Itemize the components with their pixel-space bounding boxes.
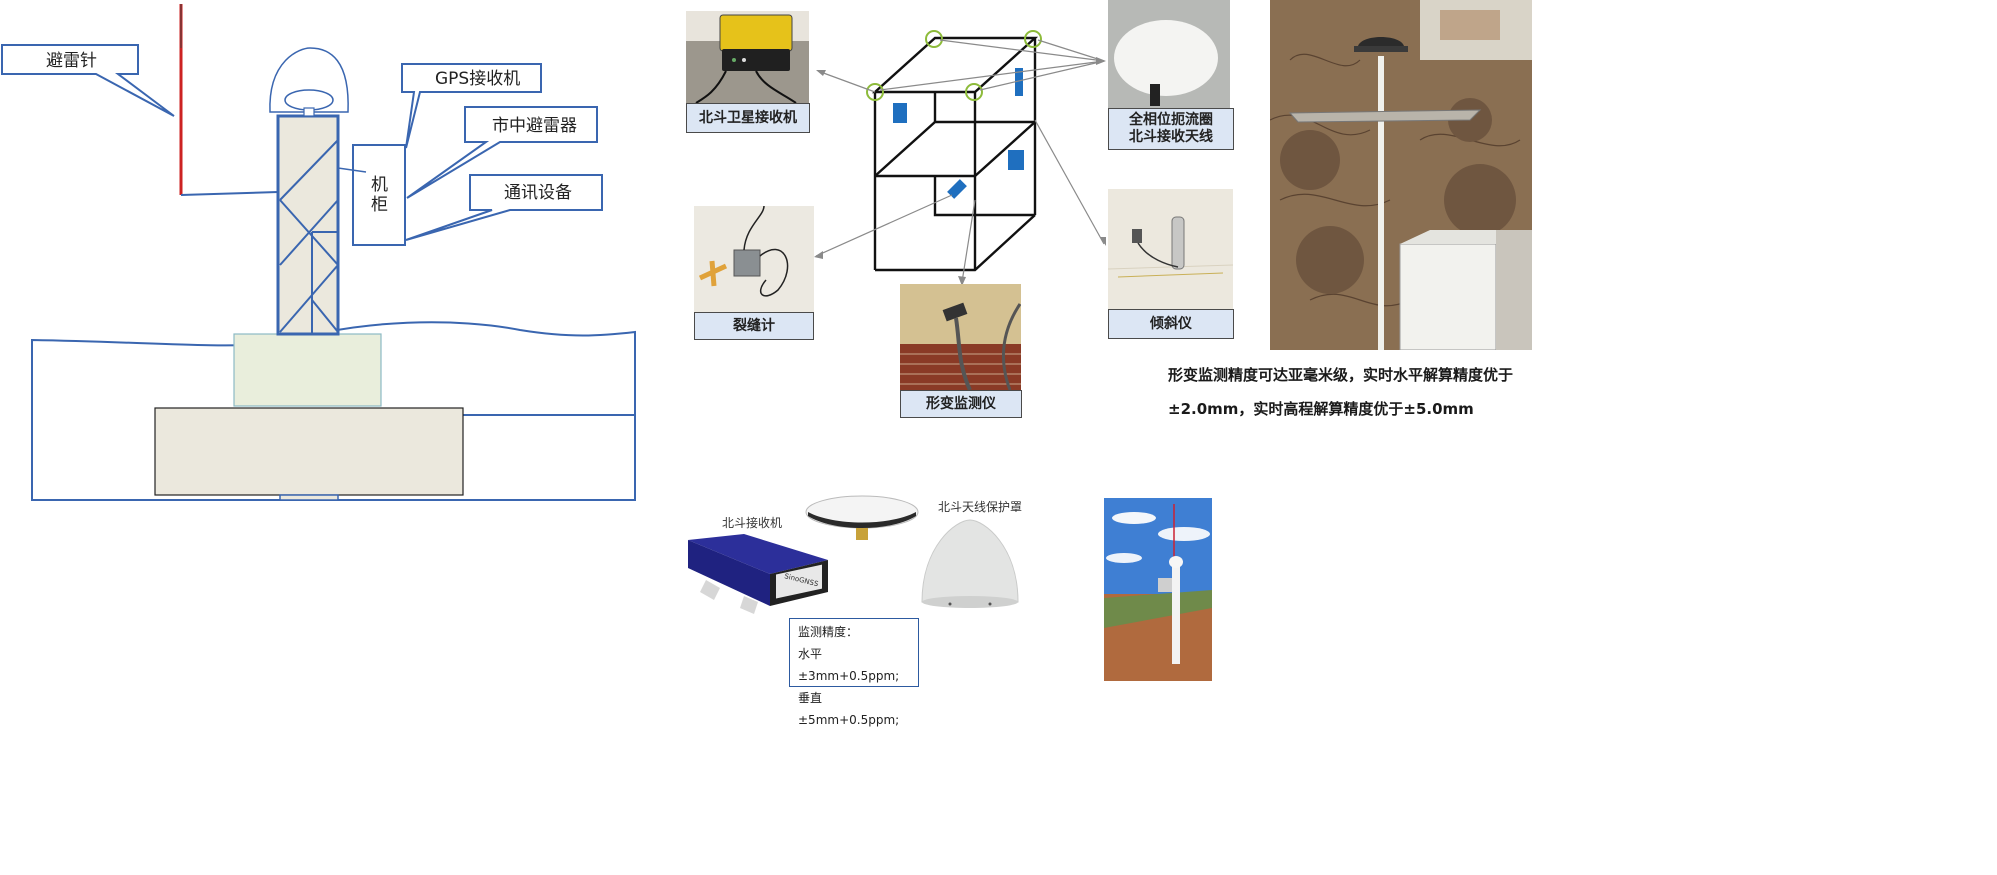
precision-note-line2: ±2.0mm，实时高程解算精度优于±5.0mm — [1168, 400, 1474, 418]
photo-deformation-monitor — [900, 284, 1021, 390]
sensor-marker — [947, 179, 967, 199]
callout-lightning-rod-label: 避雷针 — [46, 51, 97, 71]
spec-vertical: 垂直±5mm+0.5ppm; — [798, 691, 900, 727]
spec-title: 监测精度： — [798, 625, 859, 639]
cabinet-label-1: 机 — [371, 175, 388, 195]
precision-note-line1: 形变监测精度可达亚毫米级，实时水平解算精度优于 — [1168, 366, 1514, 384]
sensor-marker — [1008, 150, 1024, 170]
caption-beidou-receiver: 北斗卫星接收机 — [686, 103, 810, 133]
station-schematic: 避雷针 GPS接收机 市中避雷器 通讯设备 机 柜 — [1, 4, 636, 501]
caption-antenna: 全相位扼流圈 北斗接收天线 — [1108, 108, 1234, 150]
arrowheads — [814, 57, 1106, 286]
marker-circle — [965, 83, 983, 101]
callout-comm-label: 通讯设备 — [504, 183, 572, 203]
caption-crack-meter: 裂缝计 — [694, 312, 814, 340]
photo-field-antenna — [1270, 0, 1532, 350]
spec-horizontal: 水平±3mm+0.5ppm; — [798, 647, 900, 683]
cabinet — [352, 144, 406, 246]
cabinet-label-2: 柜 — [371, 195, 388, 215]
callout-gps-receiver — [401, 63, 542, 149]
callout-comm — [405, 174, 603, 241]
cover-label: 北斗天线保护罩 — [938, 500, 1023, 514]
antenna-cover — [921, 519, 1019, 608]
sensor-layout-diagram — [814, 30, 1106, 286]
callout-lightning-rod — [1, 44, 175, 117]
callout-gps-receiver-label: GPS接收机 — [435, 69, 520, 89]
tower-truss — [279, 139, 339, 334]
beidou-receiver-device: SinoGNSS — [688, 534, 828, 614]
caption-antenna-line1: 全相位扼流圈 — [1129, 112, 1213, 128]
building-wireframe — [871, 36, 1039, 272]
caption-deformation-monitor: 形变监测仪 — [900, 390, 1022, 418]
photo-field-site — [1104, 498, 1212, 681]
antenna-neck — [303, 107, 315, 117]
marker-circle — [925, 30, 943, 48]
spec-box: 监测精度： 水平±3mm+0.5ppm; 垂直±5mm+0.5ppm; — [789, 618, 919, 727]
foundation-base — [154, 407, 464, 496]
sensor-marker — [1015, 68, 1023, 96]
photo-inclinometer — [1108, 189, 1233, 309]
beidou-antenna-device — [805, 495, 919, 540]
marker-circle — [1024, 30, 1042, 48]
caption-antenna-line2: 北斗接收天线 — [1129, 129, 1213, 145]
photo-antenna — [1108, 0, 1230, 108]
ground-wire — [180, 191, 279, 196]
callout-arrester — [406, 106, 598, 199]
receiver-label: 北斗接收机 — [722, 516, 783, 530]
precision-note: 形变监测精度可达亚毫米级，实时水平解算精度优于 ±2.0mm，实时高程解算精度优… — [1168, 358, 1540, 426]
antenna-head — [284, 89, 334, 111]
caption-inclinometer: 倾斜仪 — [1108, 309, 1234, 339]
photo-crack-meter — [694, 206, 814, 312]
callout-arrester-label: 市中避雷器 — [492, 116, 577, 136]
foundation-pedestal — [233, 333, 382, 407]
tower-mast — [276, 114, 340, 336]
photo-beidou-receiver — [686, 11, 809, 103]
marker-circle — [866, 83, 884, 101]
tower-stub — [279, 494, 339, 501]
sensor-marker — [893, 103, 907, 123]
cabinet-cable — [337, 167, 367, 173]
leader-lines — [815, 39, 1105, 283]
